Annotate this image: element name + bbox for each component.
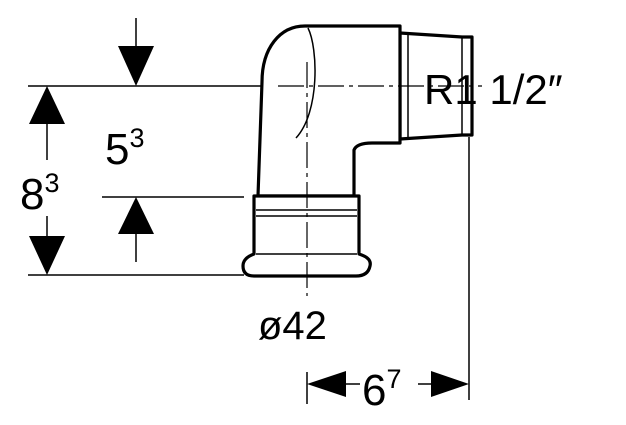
arrow-up-marker [29,86,65,124]
arrow-right-marker [431,371,469,397]
elbow-body [256,24,402,198]
total-height-label: 83 [20,168,60,219]
elbow-fitting [241,24,474,278]
arrow-down-marker [29,236,65,275]
dimension-width [306,371,469,404]
arrow-left-marker [307,371,346,397]
dimension-total-height [29,86,65,275]
diameter-label: ø42 [258,304,327,348]
arrow-up-marker [118,197,154,234]
dimension-upper-height [118,18,154,262]
upper-height-label: 53 [105,123,145,174]
thread-label: R1 1/2″ [424,66,563,113]
arrow-down-marker [118,46,154,86]
width-label: 67 [362,364,402,415]
